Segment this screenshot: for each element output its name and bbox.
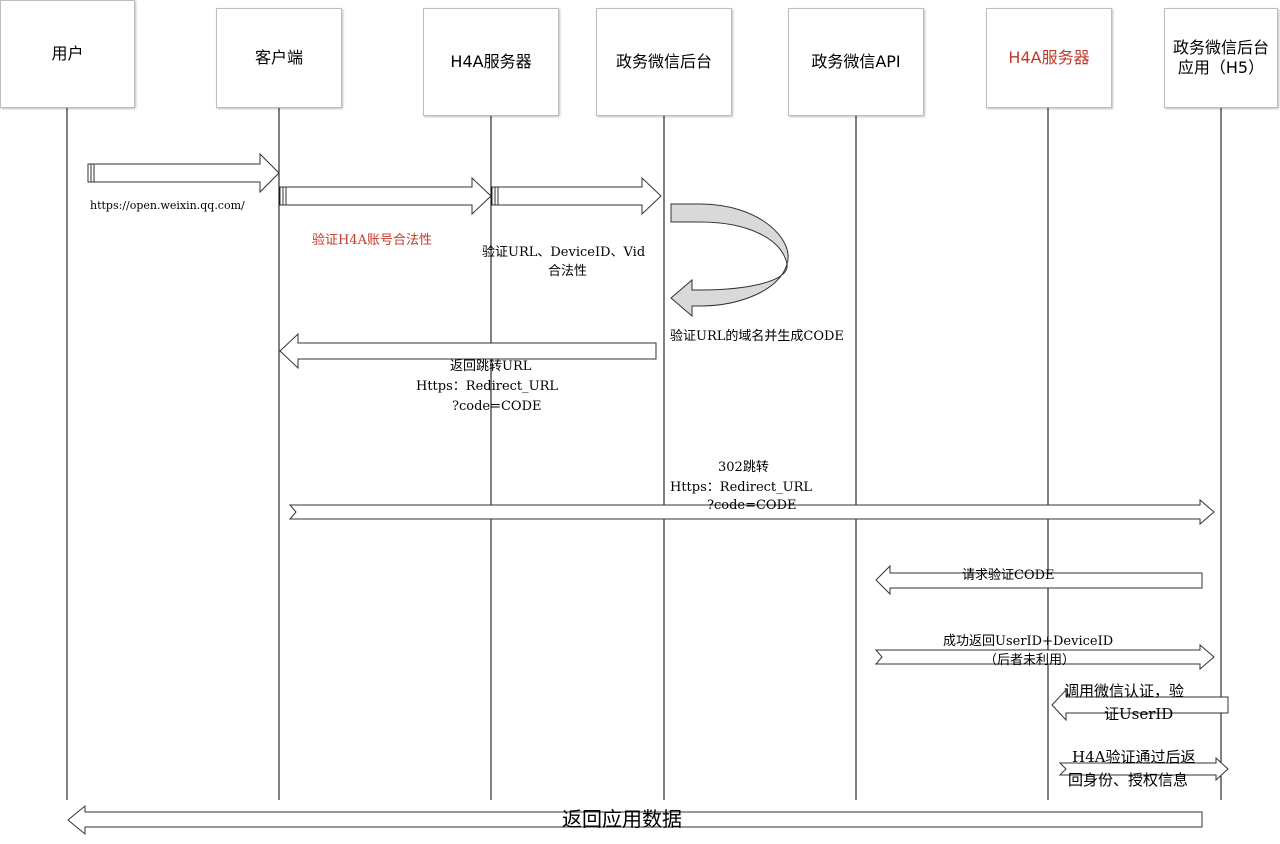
- arrow-client-to-h4a: [279, 176, 492, 216]
- msg-redirect-line3: ?code=CODE: [707, 498, 797, 513]
- arrow-user-to-client: [87, 152, 280, 194]
- msg-pass-line1: H4A验证通过后返: [1072, 748, 1196, 766]
- msg-redirect-line1: 302跳转: [718, 460, 769, 475]
- msg-call-line2: 证UserID: [1104, 705, 1174, 723]
- msg-success-line1: 成功返回UserID+DeviceID: [943, 634, 1114, 649]
- participant-h5-app: 政务微信后台应用（H5）: [1164, 8, 1278, 108]
- participant-h4a-server-2-label: H4A服务器: [1008, 48, 1090, 67]
- participant-user: 用户: [0, 0, 135, 108]
- participant-client: 客户端: [216, 8, 342, 108]
- participant-client-label: 客户端: [254, 48, 303, 67]
- msg-success-line2: （后者未利用）: [984, 653, 1076, 668]
- arrow-h4a-to-backend: [491, 176, 662, 216]
- arrow-backend-to-client: [279, 332, 657, 370]
- lifelines: [66, 108, 1222, 800]
- participant-wechat-api-label: 政务微信API: [811, 52, 901, 71]
- participant-user-label: 用户: [51, 44, 84, 63]
- arrow-api-to-h5: [874, 643, 1215, 671]
- msg-verify-domain: 验证URL的域名并生成CODE: [670, 329, 844, 344]
- participant-wechat-backend: 政务微信后台: [596, 8, 732, 116]
- msg-return-line1: 返回跳转URL: [450, 359, 532, 374]
- msg-verify-h4a: 验证H4A账号合法性: [312, 233, 432, 248]
- participant-h5-app-label: 政务微信后台应用（H5）: [1172, 38, 1269, 77]
- msg-verify-url-line2: 合法性: [548, 264, 588, 279]
- arrow-client-to-h5: [288, 498, 1215, 526]
- arrow-h5-to-h4a: [1051, 688, 1229, 722]
- msg-request-code: 请求验证CODE: [962, 568, 1055, 583]
- arrow-h5-to-user: [67, 804, 1203, 836]
- participant-h4a-server-2: H4A服务器: [986, 8, 1112, 108]
- participant-wechat-api: 政务微信API: [788, 8, 924, 116]
- arrow-h4a-to-h5: [1058, 756, 1229, 782]
- arrow-h5-to-api: [875, 564, 1203, 596]
- arrow-backend-self: [670, 203, 789, 318]
- participant-wechat-backend-label: 政务微信后台: [615, 52, 712, 71]
- msg-redirect-line2: Https：Redirect_URL: [670, 480, 813, 495]
- msg-return-data: 返回应用数据: [562, 807, 682, 831]
- msg-call-line1: 调用微信认证，验: [1064, 682, 1185, 700]
- msg-return-line3: ?code=CODE: [452, 399, 542, 414]
- msg-open-url: https://open.weixin.qq.com/: [90, 199, 245, 212]
- participant-h4a-server-label: H4A服务器: [450, 52, 532, 71]
- participant-h4a-server: H4A服务器: [423, 8, 559, 116]
- msg-verify-url-line1: 验证URL、DeviceID、Vid: [482, 245, 646, 260]
- msg-pass-line2: 回身份、授权信息: [1068, 771, 1189, 789]
- msg-return-line2: Https：Redirect_URL: [416, 379, 559, 394]
